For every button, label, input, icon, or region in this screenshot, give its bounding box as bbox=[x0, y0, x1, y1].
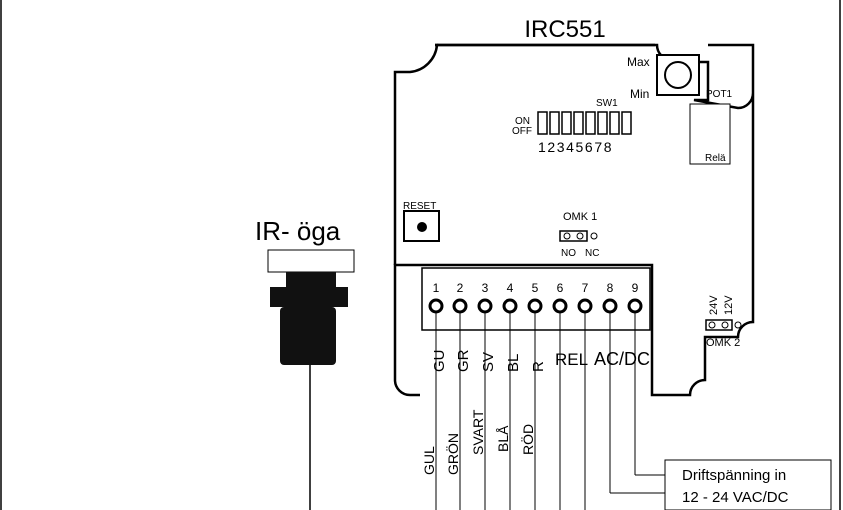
terminal-abbr-sv: SV bbox=[480, 352, 497, 372]
terminal-screw-7 bbox=[577, 298, 593, 314]
terminal-number-2: 2 bbox=[457, 281, 464, 295]
power-supply-box bbox=[664, 459, 832, 510]
terminal-abbr-gr: GR bbox=[455, 349, 472, 372]
power-supply-line1: Driftspänning in bbox=[682, 467, 786, 484]
terminal-leads bbox=[435, 312, 665, 510]
omk1-jumper bbox=[559, 230, 598, 242]
potentiometer-knob bbox=[664, 61, 692, 89]
ir-sensor-lens bbox=[267, 249, 355, 273]
dip-switch-4 bbox=[573, 111, 584, 135]
terminal-rel-label: REL bbox=[555, 350, 588, 369]
terminal-screw-1 bbox=[428, 298, 444, 314]
pot-max-label: Max bbox=[627, 55, 650, 69]
dip-switch-1 bbox=[537, 111, 548, 135]
pot-name-label: POT1 bbox=[706, 89, 733, 100]
terminal-abbr-gu: GU bbox=[431, 350, 448, 373]
switch-numbers: 12345678 bbox=[538, 139, 613, 155]
reset-button-dot bbox=[417, 222, 427, 232]
ir-sensor-label: IR- öga bbox=[255, 216, 341, 246]
wire-label-rod: RÖD bbox=[519, 424, 536, 455]
terminal-number-5: 5 bbox=[532, 281, 539, 295]
terminal-screws bbox=[428, 298, 643, 314]
dip-switch-5 bbox=[585, 111, 596, 135]
wire-label-bla: BLÅ bbox=[495, 425, 511, 452]
omk1-label: OMK 1 bbox=[563, 211, 597, 223]
omk2-label: OMK 2 bbox=[706, 337, 740, 349]
terminal-number-9: 9 bbox=[632, 281, 639, 295]
pot-min-label: Min bbox=[630, 87, 649, 101]
terminal-screw-9 bbox=[627, 298, 643, 314]
device-outline-left bbox=[393, 43, 439, 265]
relay-box bbox=[689, 103, 731, 165]
ir-sensor-neck bbox=[286, 272, 336, 287]
wire-label-gron: GRÖN bbox=[444, 433, 461, 475]
reset-label: RESET bbox=[403, 201, 436, 212]
terminal-number-7: 7 bbox=[582, 281, 589, 295]
ir-sensor-body bbox=[280, 307, 336, 365]
terminal-abbr-bl: BL bbox=[505, 354, 522, 372]
device-enclosure bbox=[393, 43, 755, 397]
terminal-screw-3 bbox=[477, 298, 493, 314]
dip-switch-bank bbox=[537, 111, 632, 135]
terminal-abbr-r: R bbox=[530, 361, 547, 372]
terminal-numbers: 1 2 3 4 5 6 7 8 9 bbox=[433, 281, 639, 295]
device-title: IRC551 bbox=[524, 16, 605, 43]
omk2-jumper bbox=[705, 319, 742, 331]
terminal-number-4: 4 bbox=[507, 281, 514, 295]
terminal-number-8: 8 bbox=[607, 281, 614, 295]
ir-sensor-nut bbox=[270, 287, 348, 307]
terminal-screw-8 bbox=[602, 298, 618, 314]
dip-switch-3 bbox=[561, 111, 572, 135]
terminal-screw-6 bbox=[552, 298, 568, 314]
dip-switch-6 bbox=[597, 111, 608, 135]
terminal-screw-4 bbox=[502, 298, 518, 314]
omk1-no-label: NO bbox=[561, 248, 576, 259]
terminal-number-3: 3 bbox=[482, 281, 489, 295]
v24-label: 24V bbox=[708, 295, 720, 315]
terminal-screw-5 bbox=[527, 298, 543, 314]
dip-switch-2 bbox=[549, 111, 560, 135]
dip-switch-8 bbox=[621, 111, 632, 135]
wire-label-svart: SVART bbox=[470, 409, 486, 455]
dip-switch-7 bbox=[609, 111, 620, 135]
switch-off-label: OFF bbox=[512, 126, 532, 137]
switch-on-label: ON bbox=[515, 116, 530, 127]
terminal-number-1: 1 bbox=[433, 281, 440, 295]
switch-name-label: SW1 bbox=[596, 98, 618, 109]
relay-label: Relä bbox=[705, 153, 726, 164]
v12-label: 12V bbox=[723, 295, 735, 315]
wire-label-gul: GUL bbox=[421, 446, 437, 475]
omk1-nc-label: NC bbox=[585, 248, 599, 259]
terminal-screw-2 bbox=[452, 298, 468, 314]
power-supply-line2: 12 - 24 VAC/DC bbox=[682, 489, 789, 506]
terminal-acdc-label: AC/DC bbox=[594, 349, 650, 369]
terminal-number-6: 6 bbox=[557, 281, 564, 295]
